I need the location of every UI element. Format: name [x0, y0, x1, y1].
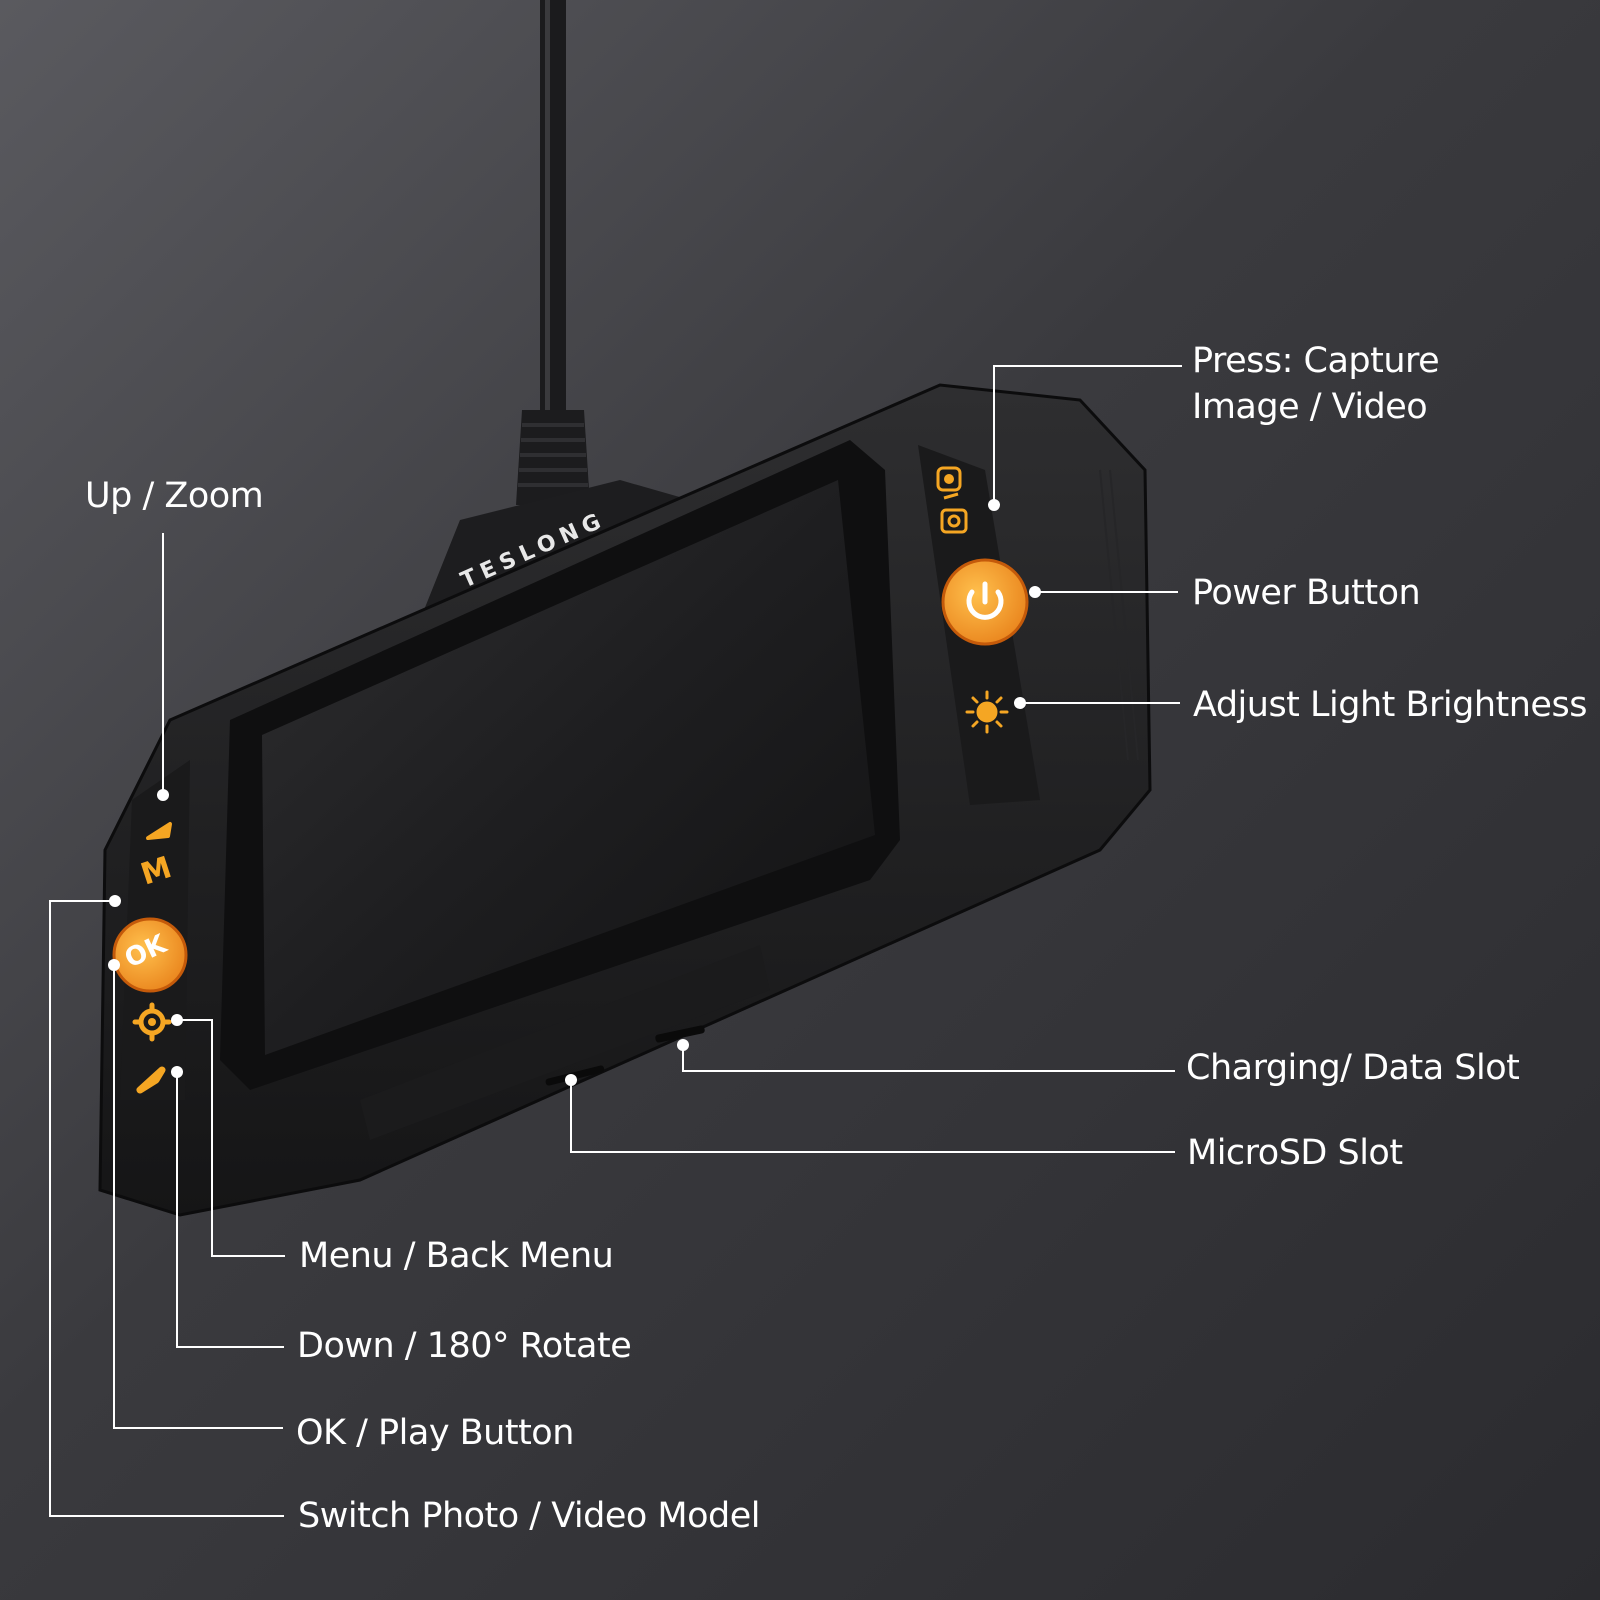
callout-microsd-slot: MicroSD Slot: [1187, 1133, 1403, 1173]
callout-down-rotate: Down / 180° Rotate: [297, 1326, 632, 1366]
callout-menu-back: Menu / Back Menu: [299, 1236, 614, 1276]
power-icon: [966, 581, 1004, 620]
up-arrow-icon[interactable]: [146, 822, 172, 840]
callout-up-zoom: Up / Zoom: [85, 476, 264, 516]
usb-slot: [655, 1025, 705, 1043]
callout-power: Power Button: [1192, 573, 1421, 613]
callout-capture: Press: Capture Image / Video: [1192, 341, 1440, 427]
gear-icon[interactable]: [132, 1002, 172, 1042]
down-arrow-icon[interactable]: [136, 1066, 166, 1094]
callout-ok-play: OK / Play Button: [296, 1413, 574, 1453]
left-controls: M OK: [112, 760, 190, 1100]
capture-icon[interactable]: [936, 466, 968, 534]
callout-light-brightness: Adjust Light Brightness: [1193, 685, 1587, 725]
leader-dots: [108, 499, 1041, 1086]
cable: [516, 0, 590, 505]
callout-charging-slot: Charging/ Data Slot: [1186, 1048, 1520, 1088]
sun-icon[interactable]: [965, 690, 1009, 734]
screen: [262, 480, 875, 1055]
leader-lines: [49, 365, 1182, 1517]
right-controls: [918, 445, 1040, 805]
device-body: [98, 383, 1152, 1217]
callout-switch-mode: Switch Photo / Video Model: [298, 1496, 761, 1536]
ok-button[interactable]: [112, 917, 188, 993]
